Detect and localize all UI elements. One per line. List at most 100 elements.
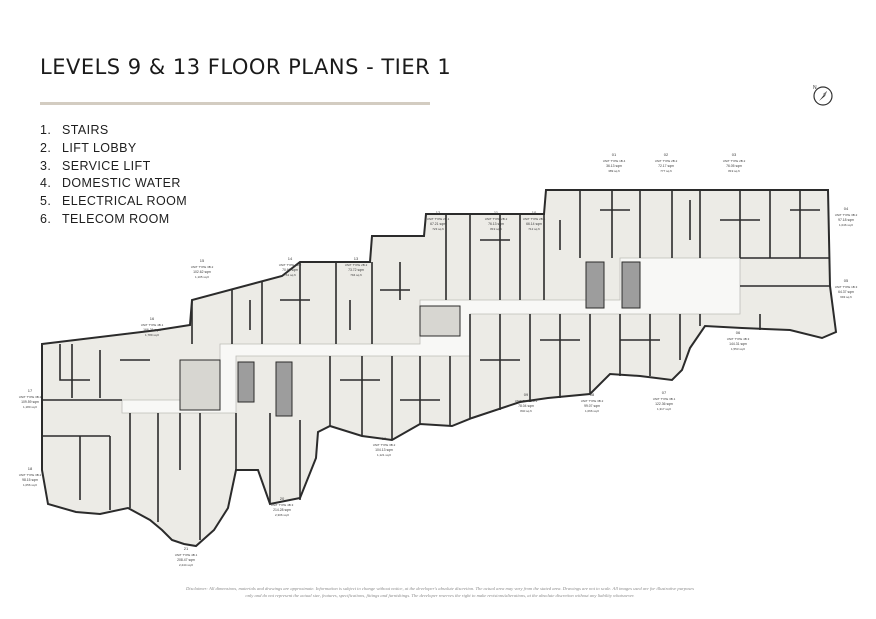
title-underline (40, 102, 430, 105)
svg-text:99.07 sqm: 99.07 sqm (584, 404, 600, 408)
svg-text:07: 07 (662, 390, 667, 395)
disclaimer-line-2: only and do not represent the actual siz… (245, 592, 635, 598)
svg-text:04: 04 (844, 206, 849, 211)
svg-text:1,553 sq.ft: 1,553 sq.ft (731, 347, 745, 351)
svg-text:19: 19 (382, 436, 387, 441)
svg-text:104.13 sqm: 104.13 sqm (375, 448, 393, 452)
lift-shaft (237, 361, 255, 403)
svg-text:97.18 sqm: 97.18 sqm (838, 218, 854, 222)
svg-text:03: 03 (732, 152, 737, 157)
svg-text:66.14 sqm: 66.14 sqm (526, 222, 542, 226)
svg-text:208.47 sqm: 208.47 sqm (177, 558, 195, 562)
svg-text:819 sq.ft: 819 sq.ft (728, 169, 740, 173)
svg-text:UNIT TYPE 3B.2: UNIT TYPE 3B.2 (19, 473, 42, 477)
svg-text:UNIT TYPE 2B.2: UNIT TYPE 2B.2 (515, 399, 538, 403)
svg-text:67.21 sqm: 67.21 sqm (430, 222, 446, 226)
svg-text:UNIT TYPE 4B.1: UNIT TYPE 4B.1 (175, 553, 198, 557)
svg-text:UNIT TYPE 3B.2: UNIT TYPE 3B.2 (373, 443, 396, 447)
floor-plate (41, 189, 838, 548)
svg-text:166.21 sqm: 166.21 sqm (143, 328, 161, 332)
north-arrow-icon: N (813, 85, 833, 106)
svg-text:UNIT TYPE 1B.4: UNIT TYPE 1B.4 (603, 159, 626, 163)
svg-text:122.36 sqm: 122.36 sqm (655, 402, 673, 406)
svg-text:1,105 sq.ft: 1,105 sq.ft (195, 275, 209, 279)
stair-core (179, 359, 221, 411)
svg-text:64.37 sqm: 64.37 sqm (838, 290, 854, 294)
legend-item-telecom-room: 6.TELECOM ROOM (40, 211, 170, 226)
svg-text:06: 06 (736, 330, 741, 335)
svg-text:01: 01 (612, 152, 617, 157)
svg-text:761 sq.ft: 761 sq.ft (284, 273, 296, 277)
svg-text:723 sq.ft: 723 sq.ft (432, 227, 444, 231)
svg-text:2,244 sq.ft: 2,244 sq.ft (179, 563, 193, 567)
svg-text:UNIT TYPE 2B.1: UNIT TYPE 2B.1 (523, 217, 546, 221)
svg-text:1,056 sq.ft: 1,056 sq.ft (23, 483, 37, 487)
disclaimer-line-1: Disclaimer: All dimensions, materials an… (185, 586, 695, 591)
svg-text:UNIT TYPE 3B.2: UNIT TYPE 3B.2 (835, 213, 858, 217)
svg-text:20: 20 (280, 496, 285, 501)
svg-text:UNIT TYPE 2B.2: UNIT TYPE 2B.2 (485, 217, 508, 221)
svg-text:1,180 sq.ft: 1,180 sq.ft (23, 405, 37, 409)
svg-text:2,306 sq.ft: 2,306 sq.ft (275, 513, 289, 517)
svg-text:UNIT TYPE 3B.2: UNIT TYPE 3B.2 (191, 265, 214, 269)
svg-text:UNIT TYPE 4B.3: UNIT TYPE 4B.3 (727, 337, 750, 341)
interior-walls (42, 190, 830, 540)
svg-text:1,066 sq.ft: 1,066 sq.ft (585, 409, 599, 413)
svg-text:389 sq.ft: 389 sq.ft (608, 169, 620, 173)
lift-shaft (621, 261, 641, 309)
svg-text:1,121 sq.ft: 1,121 sq.ft (377, 453, 391, 457)
svg-text:18: 18 (28, 466, 33, 471)
svg-text:11: 11 (494, 210, 499, 215)
svg-text:UNIT TYPE 3B.1: UNIT TYPE 3B.1 (653, 397, 676, 401)
stair-core (419, 305, 461, 337)
legend-item-service-lift: 3.SERVICE LIFT (40, 158, 151, 173)
svg-text:21: 21 (184, 546, 189, 551)
svg-text:13: 13 (354, 256, 359, 261)
svg-text:76.13 sqm: 76.13 sqm (488, 222, 504, 226)
svg-text:794 sq.ft: 794 sq.ft (350, 273, 362, 277)
svg-text:102.62 sqm: 102.62 sqm (193, 270, 211, 274)
svg-text:16: 16 (150, 316, 155, 321)
legend-item-stairs: 1.STAIRS (40, 123, 109, 137)
svg-text:05: 05 (844, 278, 849, 283)
svg-text:98.15 sqm: 98.15 sqm (22, 478, 38, 482)
svg-text:UNIT TYPE 4B.3: UNIT TYPE 4B.3 (271, 503, 294, 507)
building-outline (41, 189, 838, 548)
svg-text:78.04 sqm: 78.04 sqm (518, 404, 534, 408)
svg-text:UNIT TYPE 2B.2: UNIT TYPE 2B.2 (655, 159, 678, 163)
svg-text:109.59 sqm: 109.59 sqm (21, 400, 39, 404)
svg-text:UNIT TYPE 2B.1: UNIT TYPE 2B.1 (427, 217, 450, 221)
svg-text:08: 08 (590, 392, 595, 397)
svg-text:1,317 sq.ft: 1,317 sq.ft (657, 407, 671, 411)
svg-text:UNIT TYPE 1B.2: UNIT TYPE 1B.2 (279, 263, 302, 267)
svg-text:17: 17 (28, 388, 33, 393)
svg-text:73.72 sqm: 73.72 sqm (348, 268, 364, 272)
svg-text:N: N (813, 85, 817, 91)
svg-text:72.17 sqm: 72.17 sqm (658, 164, 674, 168)
svg-text:UNIT TYPE 3B.2: UNIT TYPE 3B.2 (19, 395, 42, 399)
page-title: LEVELS 9 & 13 FLOOR PLANS - TIER 1 (40, 55, 452, 79)
svg-text:214.28 sqm: 214.28 sqm (273, 508, 291, 512)
disclaimer: Disclaimer: All dimensions, materials an… (70, 586, 810, 599)
svg-text:1,046 sq.ft: 1,046 sq.ft (839, 223, 853, 227)
